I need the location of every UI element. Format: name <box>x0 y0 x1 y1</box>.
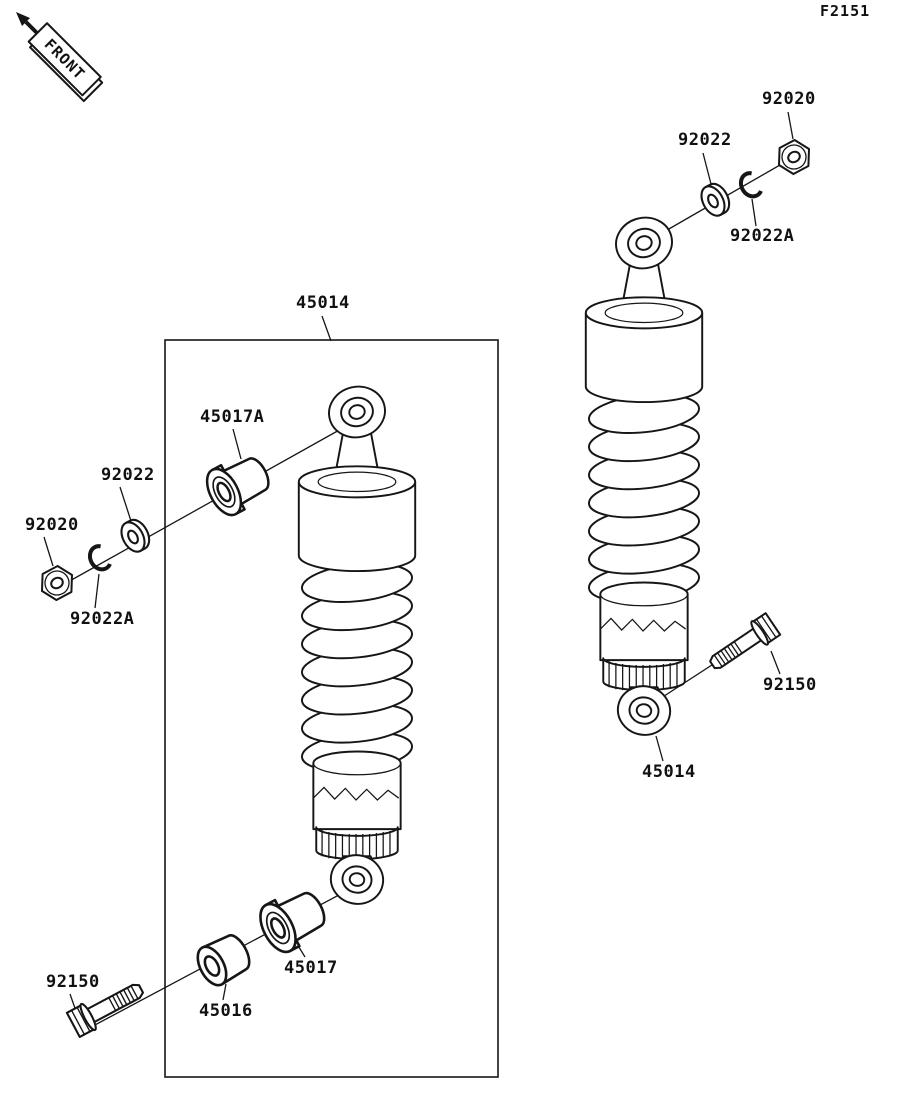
circlip-drawing-right <box>737 172 762 200</box>
part-label-upper-bushing: 45017A <box>200 407 265 427</box>
part-label-sleeve: 45016 <box>199 1001 253 1021</box>
part-label-shock-left: 45014 <box>296 293 350 313</box>
washer-drawing-right <box>695 178 735 221</box>
front-direction-tag: FRONT <box>16 12 104 103</box>
part-label-left-nut: 92020 <box>25 515 79 535</box>
nut-drawing-right <box>771 135 817 179</box>
part-label-right-washer: 92022 <box>678 130 732 150</box>
figure-code: F2151 <box>820 2 871 20</box>
shock-absorber-drawing-right <box>584 210 704 741</box>
part-label-shock-right: 45014 <box>642 762 696 782</box>
lower-bushing-drawing <box>251 881 334 959</box>
circlip-drawing-left <box>86 545 111 573</box>
washer-drawing-left <box>115 514 155 557</box>
part-label-left-bolt: 92150 <box>46 972 100 992</box>
part-label-right-nut: 92020 <box>762 89 816 109</box>
upper-bushing-drawing <box>198 446 278 522</box>
nut-drawing-left <box>34 561 80 605</box>
part-label-left-washer: 92022 <box>101 465 155 485</box>
part-label-right-circlip: 92022A <box>730 226 795 246</box>
assembly-frame-box <box>164 339 499 1078</box>
bolt-drawing-right <box>703 611 782 678</box>
front-arrow-icon <box>16 12 30 26</box>
sleeve-drawing <box>190 928 257 992</box>
shock-absorber-drawing-left <box>297 379 417 910</box>
part-label-lower-bushing: 45017 <box>284 958 338 978</box>
part-label-left-circlip: 92022A <box>70 609 135 629</box>
part-label-right-bolt: 92150 <box>763 675 817 695</box>
